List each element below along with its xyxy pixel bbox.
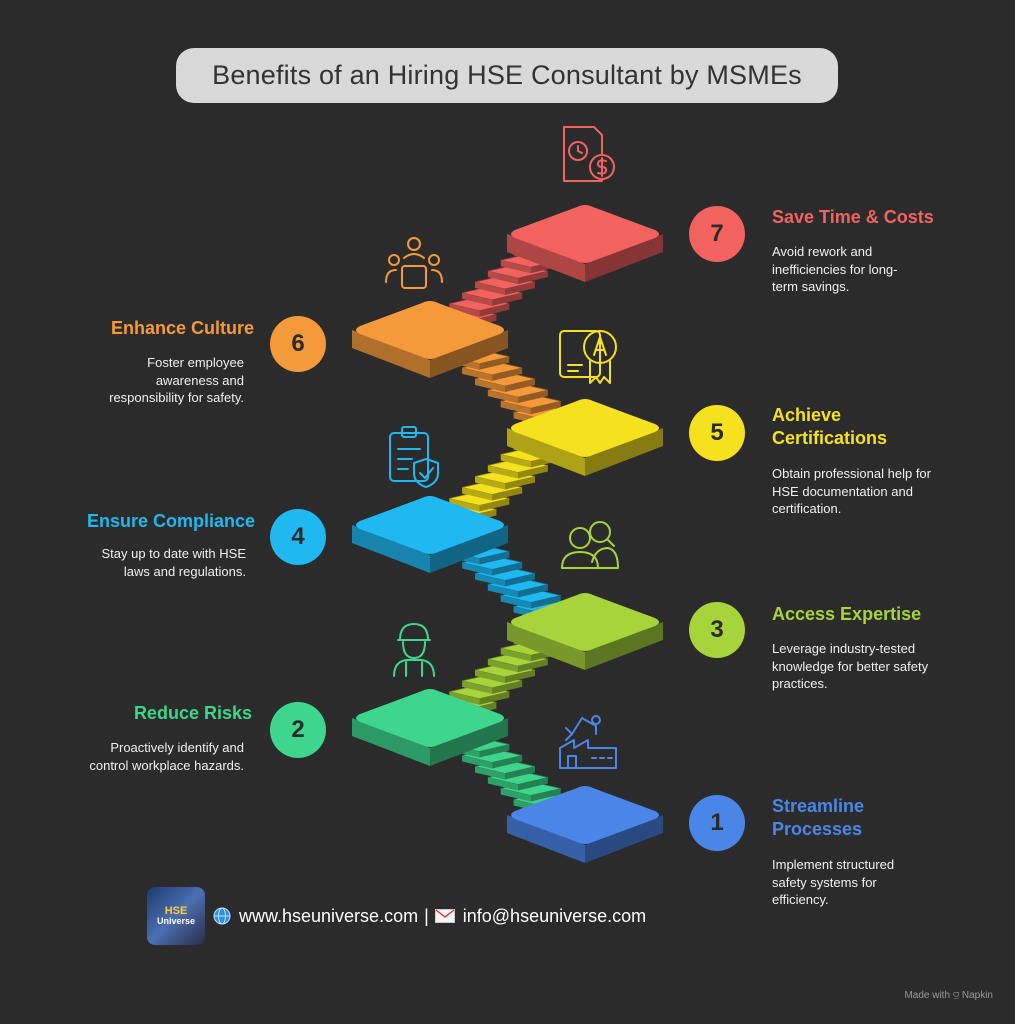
step-3-platform [507,593,663,670]
step-5-number-badge: 5 [689,405,745,461]
envelope-icon [434,909,455,923]
team-meeting-icon [385,237,443,289]
step-6-title: Enhance Culture [110,318,254,338]
diagram-title: Benefits of an Hiring HSE Consultant by … [176,48,838,103]
step-7-title: Save Time & Costs [772,207,934,227]
step-5-title: Achieve Certifications [772,405,888,448]
separator: | [424,905,429,926]
step-3-desc: Leverage industry-tested knowledge for b… [772,641,929,691]
step-7-platform [507,205,663,282]
globe-icon [213,907,231,925]
step-2-platform [352,689,508,766]
step-1-title: Streamline Processes [772,796,865,839]
contact-info: www.hseuniverse.com | info@hseuniverse.c… [213,906,646,927]
step-6-number-badge: 6 [270,316,326,372]
step-4-platform [352,496,508,573]
napkin-watermark: Made with ⫑ Napkin [904,990,993,1001]
step-1-desc: Implement structured safety systems for … [772,857,895,907]
step-1-platform [507,786,663,863]
email-link[interactable]: info@hseuniverse.com [462,905,647,926]
time-money-document-icon [563,126,615,182]
napkin-logo-icon: ⫑ [953,990,959,1001]
step-6-desc: Foster employee awareness and responsibi… [109,355,244,405]
worker-helmet-icon [393,623,435,677]
website-link[interactable]: www.hseuniverse.com [239,905,419,926]
step-4-number-badge: 4 [270,509,326,565]
step-6-platform [352,301,508,378]
step-5-desc: Obtain professional help for HSE documen… [772,466,931,516]
certificate-award-icon [559,330,617,384]
step-2-title: Reduce Risks [133,703,252,723]
step-7-desc: Avoid rework and inefficiencies for long… [772,244,898,294]
step-4-title: Ensure Compliance [86,511,255,531]
clipboard-shield-icon [389,426,439,488]
footer: HSE Universe www.hseuniverse.com | info@… [147,887,646,945]
step-1-number-badge: 1 [689,795,745,851]
step-5-platform [507,399,663,476]
step-2-number-badge: 2 [270,702,326,758]
experts-people-icon [561,521,619,569]
step-3-number-badge: 3 [689,602,745,658]
hse-universe-logo: HSE Universe [147,887,205,945]
factory-robot-arm-icon [559,715,617,769]
step-3-title: Access Expertise [772,604,922,624]
step-7-number-badge: 7 [689,206,745,262]
step-2-desc: Proactively identify and control workpla… [89,740,244,773]
step-4-desc: Stay up to date with HSE laws and regula… [101,546,246,579]
